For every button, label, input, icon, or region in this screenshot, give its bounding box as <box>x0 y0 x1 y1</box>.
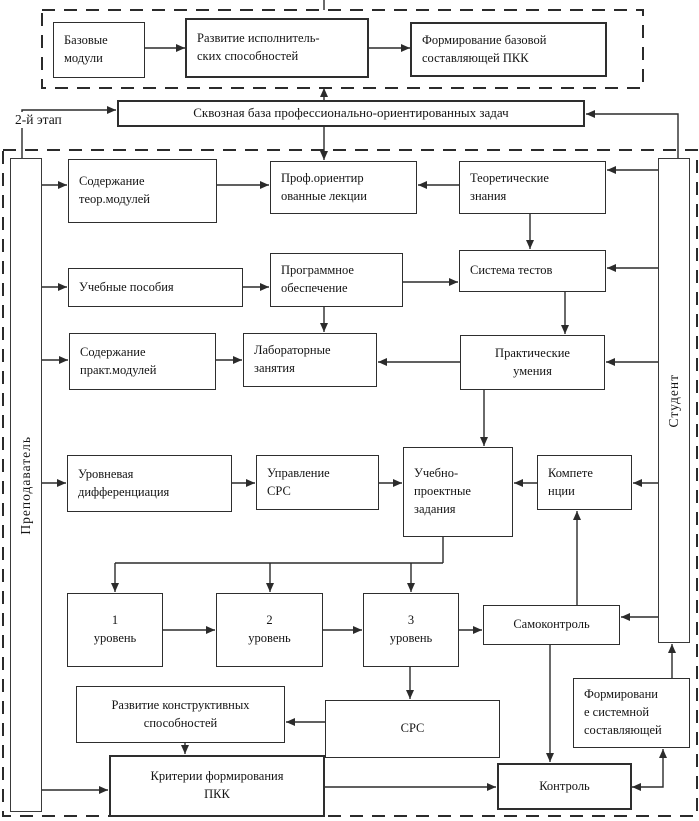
node-pract-content: Содержание практ.модулей <box>69 333 216 390</box>
node-srs-management: Управление СРС <box>256 455 379 510</box>
node-labs: Лабораторные занятия <box>243 333 377 387</box>
node-pkk-criteria: Критерии формирования ПКК <box>109 755 325 817</box>
node-system-component: Формировани е системной составляющей <box>573 678 690 748</box>
node-software: Программное обеспечение <box>270 253 403 307</box>
node-level-3: 3 уровень <box>363 593 459 667</box>
stage-2-label: 2-й этап <box>13 112 64 128</box>
node-self-control: Самоконтроль <box>483 605 620 645</box>
node-test-system: Система тестов <box>459 250 606 292</box>
node-textbooks: Учебные пособия <box>68 268 243 307</box>
node-theory-content: Содержание теор.модулей <box>68 159 217 223</box>
node-base-modules: Базовые модули <box>53 22 145 78</box>
node-level-2: 2 уровень <box>216 593 323 667</box>
node-task-base: Сквозная база профессионально-ориентиров… <box>117 100 585 127</box>
teacher-bar-label: Преподаватель <box>18 435 33 535</box>
node-level-differentiation: Уровневая дифференциация <box>67 455 232 512</box>
node-exec-abilities: Развитие исполнитель- ских способностей <box>185 18 369 78</box>
node-prof-lectures: Проф.ориентир ованные лекции <box>270 161 417 214</box>
stage2-dashed-frame <box>2 149 698 817</box>
node-constructive-abilities: Развитие конструктивных способностей <box>76 686 285 743</box>
stage1-dashed-frame <box>41 9 644 89</box>
node-srs: СРС <box>325 700 500 758</box>
student-bar-label: Студент <box>666 373 681 428</box>
node-control: Контроль <box>497 763 632 810</box>
student-bar: Студент <box>658 158 690 643</box>
teacher-bar: Преподаватель <box>10 158 42 812</box>
node-theory-knowledge: Теоретические знания <box>459 161 606 214</box>
node-level-1: 1 уровень <box>67 593 163 667</box>
node-pract-skills: Практические умения <box>460 335 605 390</box>
node-project-tasks: Учебно- проектные задания <box>403 447 513 537</box>
node-competencies: Компете нции <box>537 455 632 510</box>
node-base-pkk-formation: Формирование базовой составляющей ПКК <box>410 22 607 77</box>
